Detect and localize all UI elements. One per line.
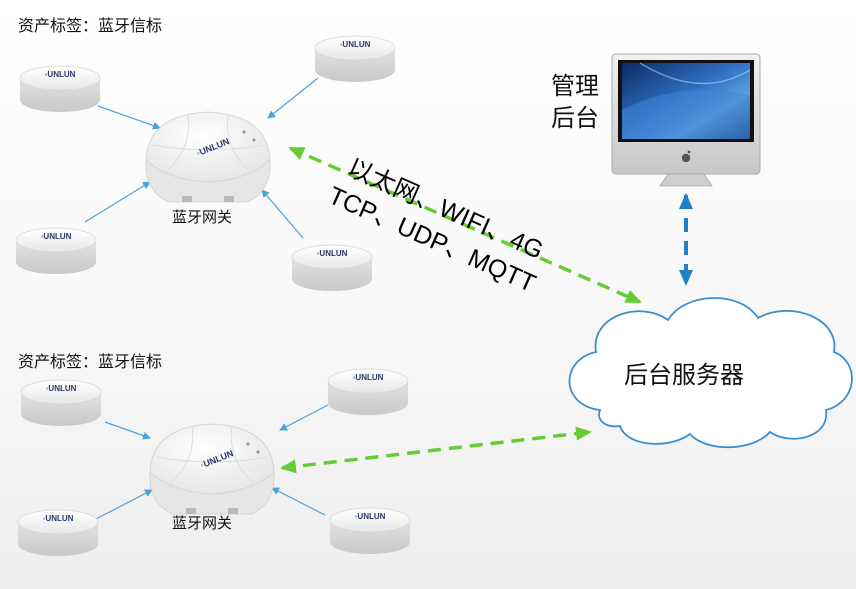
beacon-icon: [19, 65, 101, 113]
gateway-label: 蓝牙网关: [172, 514, 233, 532]
beacon-icon: [327, 368, 409, 416]
beacon-link-arrow: [97, 105, 161, 130]
beacon-link-arrow: [93, 489, 153, 521]
gateway-server-link-1: [288, 146, 642, 304]
group-1: [15, 35, 396, 292]
beacon-link-arrow: [104, 421, 151, 440]
admin-label: 管理 后台: [545, 70, 605, 134]
monitor-icon: [611, 53, 761, 187]
gateway-label: 蓝牙网关: [172, 208, 233, 226]
beacon-link-arrow: [279, 404, 329, 431]
gateway-icon: [145, 111, 271, 203]
admin-label-line2: 后台: [551, 104, 599, 132]
beacon-link-arrow: [84, 181, 151, 223]
cloud-icon: [568, 297, 853, 449]
beacon-icon: [291, 244, 373, 292]
asset-tag-label: 资产标签：蓝牙信标: [18, 16, 163, 35]
server-label: 后台服务器: [624, 361, 744, 389]
beacon-icon: [15, 227, 97, 275]
admin-label-line1: 管理: [551, 72, 599, 100]
asset-tag-label: 资产标签：蓝牙信标: [18, 352, 163, 371]
beacon-icon: [17, 509, 99, 557]
beacon-link-arrow: [267, 77, 319, 119]
beacon-icon: [329, 507, 411, 555]
beacon-icon: [314, 35, 396, 83]
beacon-icon: [20, 379, 102, 427]
beacon-link-arrow: [261, 189, 304, 239]
gateway-icon: [149, 423, 275, 515]
group-2: [17, 368, 411, 557]
beacon-link-arrow: [271, 487, 326, 516]
apple-logo-icon: [681, 150, 691, 163]
gateway-server-link-2: [280, 426, 592, 474]
